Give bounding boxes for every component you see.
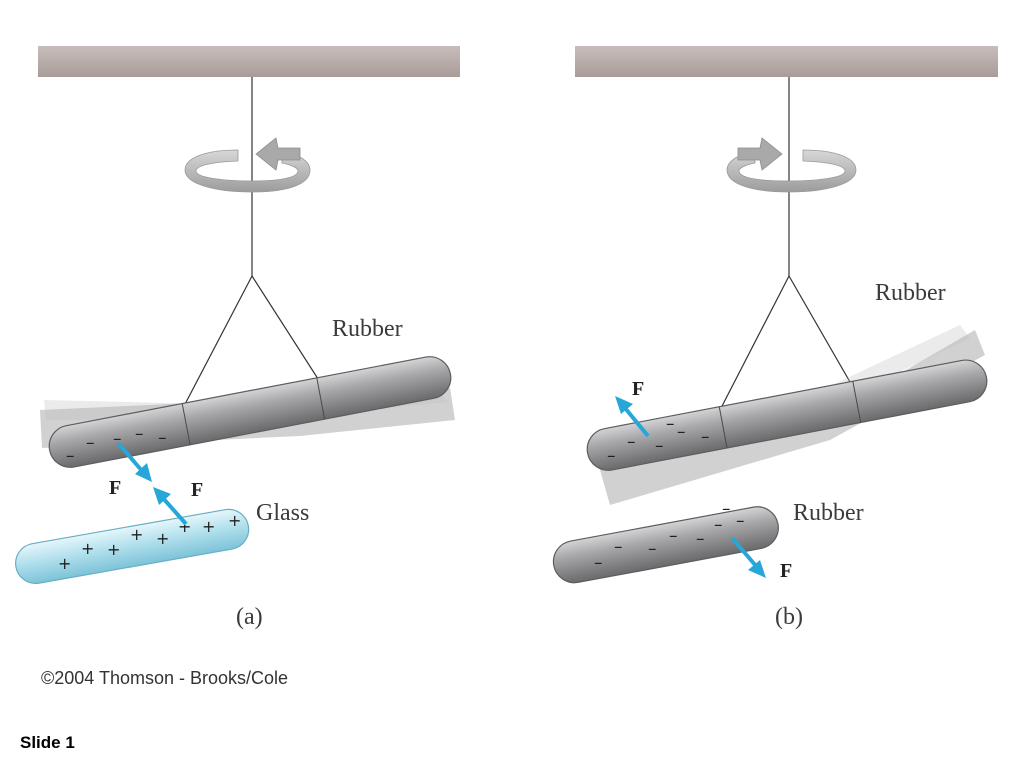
copyright-notice: ©2004 Thomson - Brooks/Cole bbox=[41, 668, 289, 688]
rotation-arrow-ccw-icon bbox=[184, 137, 311, 193]
rubber-charge-a-4: – bbox=[135, 424, 144, 444]
label-glass: Glass bbox=[256, 500, 309, 526]
fixed-charge-b-6: – bbox=[714, 515, 723, 535]
ceiling-bar-b bbox=[575, 46, 998, 77]
fixed-charge-b-4: – bbox=[669, 526, 678, 546]
panel-b: – – – – – – – – – – – – – – bbox=[552, 46, 998, 630]
force-arrow-a-on-rubber bbox=[116, 441, 152, 482]
force-arrow-b-on-fixed bbox=[730, 536, 766, 578]
rubber-rod-charges-a: – – – – – bbox=[66, 424, 167, 466]
slide-number-label: Slide 1 bbox=[20, 733, 75, 752]
hanging-charge-b-1: – bbox=[607, 446, 616, 466]
panel-a: – – – – – + + + + + + + + F bbox=[15, 46, 460, 630]
bridle-thread-b-right bbox=[788, 275, 851, 383]
hanging-rubber-rod-a bbox=[48, 356, 452, 468]
glass-charge-3: + bbox=[107, 540, 120, 559]
force-label-a-2: F bbox=[191, 479, 203, 501]
glass-rod-charges: + + + + + + + + bbox=[58, 511, 241, 573]
force-label-b-1: F bbox=[632, 378, 644, 400]
force-label-b-2: F bbox=[780, 560, 792, 582]
force-label-a-1: F bbox=[109, 477, 121, 499]
glass-charge-8: + bbox=[228, 511, 241, 530]
label-rubber-a: Rubber bbox=[332, 316, 403, 342]
label-rubber-b-bottom: Rubber bbox=[793, 500, 864, 526]
label-rubber-b-top: Rubber bbox=[875, 280, 946, 306]
hanging-rod-charges-b: – – – – – – bbox=[607, 414, 710, 466]
glass-charge-5: + bbox=[156, 529, 169, 548]
rod-motion-blur-b bbox=[600, 330, 985, 505]
caption-a: (a) bbox=[236, 604, 263, 630]
rubber-charge-a-3: – bbox=[113, 429, 122, 449]
bridle-thread-a-left bbox=[182, 275, 253, 409]
fixed-charge-b-2: – bbox=[614, 537, 623, 557]
force-arrow-a-on-glass bbox=[153, 487, 188, 526]
rubber-charge-a-5: – bbox=[158, 428, 167, 448]
hanging-rubber-rod-b bbox=[586, 359, 988, 471]
fixed-charge-b-7: – bbox=[736, 511, 745, 531]
rotation-arrow-cw-icon bbox=[726, 137, 857, 193]
glass-charge-7: + bbox=[202, 517, 215, 536]
caption-b: (b) bbox=[775, 604, 803, 630]
glass-rod bbox=[15, 508, 250, 585]
hanging-charge-b-4: – bbox=[677, 422, 686, 442]
hanging-charge-b-3: – bbox=[655, 436, 664, 456]
ceiling-bar-a bbox=[38, 46, 460, 77]
fixed-charge-b-8: – bbox=[722, 499, 731, 519]
glass-charge-4: + bbox=[130, 525, 143, 544]
bridle-thread-b-left bbox=[719, 275, 790, 411]
glass-charge-2: + bbox=[81, 539, 94, 558]
fixed-rod-charges-b: – – – – – – – – bbox=[594, 499, 745, 573]
fixed-charge-b-3: – bbox=[648, 539, 657, 559]
hanging-charge-b-5: – bbox=[701, 427, 710, 447]
hanging-charge-b-6: – bbox=[666, 414, 675, 434]
hanging-charge-b-2: – bbox=[627, 432, 636, 452]
force-arrow-b-on-hanging bbox=[615, 396, 650, 438]
rubber-charge-a-1: – bbox=[66, 446, 75, 466]
glass-charge-1: + bbox=[58, 554, 71, 573]
fixed-rubber-rod-b bbox=[552, 506, 779, 584]
fixed-charge-b-5: – bbox=[696, 529, 705, 549]
rubber-charge-a-2: – bbox=[86, 433, 95, 453]
fixed-charge-b-1: – bbox=[594, 553, 603, 573]
bridle-thread-a-right bbox=[251, 275, 321, 383]
